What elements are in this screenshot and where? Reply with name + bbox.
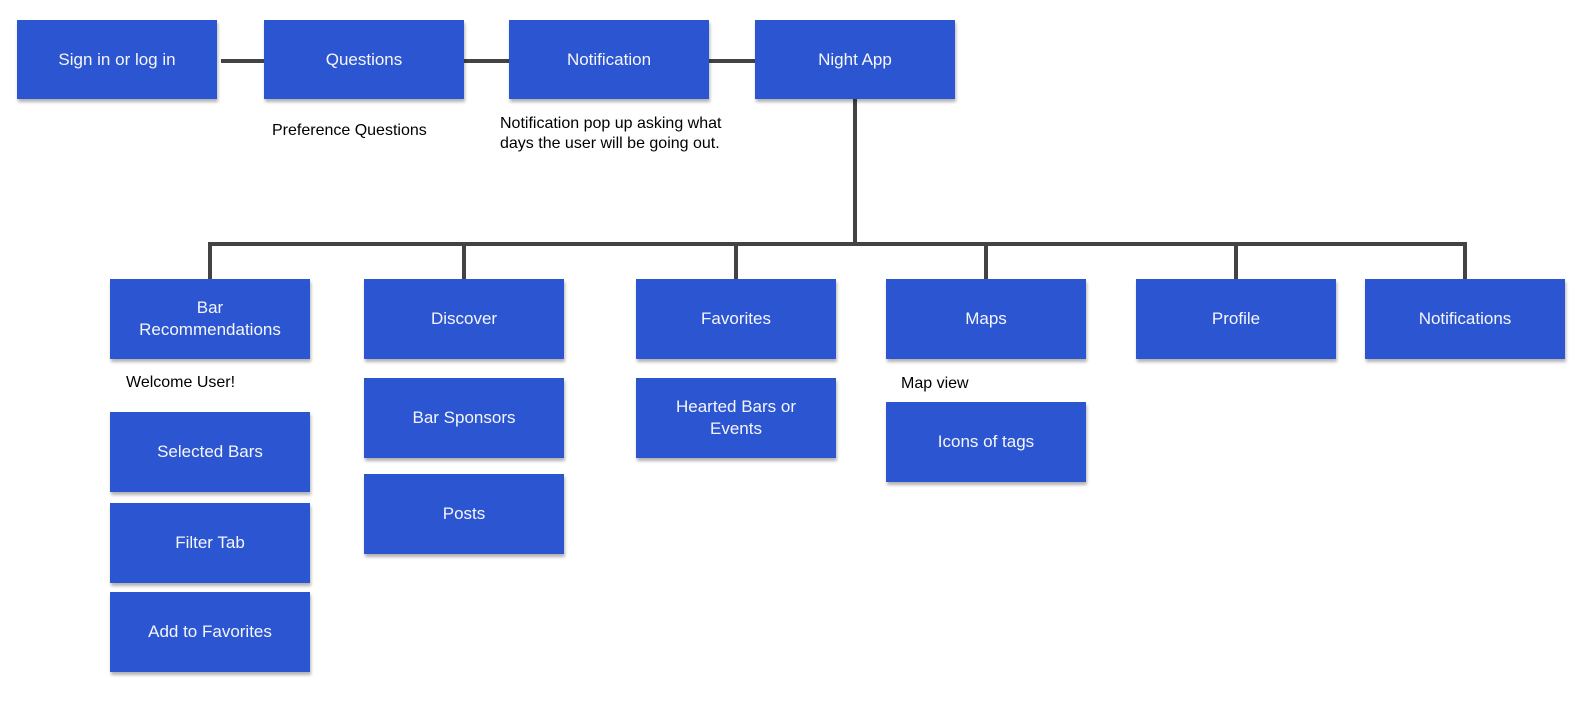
node-maps[interactable]: Maps [886, 279, 1086, 359]
node-label: Favorites [701, 309, 771, 328]
connector-stub-profile [1234, 242, 1238, 279]
node-label: Filter Tab [175, 533, 245, 552]
node-label: Bar Recommendations [139, 298, 281, 339]
node-posts[interactable]: Posts [364, 474, 564, 554]
node-bar-sponsors[interactable]: Bar Sponsors [364, 378, 564, 458]
node-label: Notification [566, 49, 652, 69]
node-night-app[interactable]: Night App [755, 20, 955, 99]
node-filter-tab[interactable]: Filter Tab [110, 503, 310, 583]
node-discover[interactable]: Discover [364, 279, 564, 359]
node-selected-bars[interactable]: Selected Bars [110, 412, 310, 492]
node-label: Discover [430, 309, 498, 328]
connector-questions-notification [464, 59, 509, 63]
node-label: Selected Bars [157, 442, 263, 461]
note-preference-questions: Preference Questions [272, 122, 427, 139]
node-add-to-favorites[interactable]: Add to Favorites [110, 592, 310, 672]
node-bar-recommendations[interactable]: Bar Recommendations [110, 279, 310, 359]
connector-signin-questions [221, 59, 264, 63]
node-favorites[interactable]: Favorites [636, 279, 836, 359]
connector-stub-maps [984, 242, 988, 279]
node-label: Sign in or log in [58, 49, 176, 69]
connector-notification-nightapp [709, 59, 755, 63]
node-hearted-bars-or-events[interactable]: Hearted Bars or Events [636, 378, 836, 458]
node-icons-of-tags[interactable]: Icons of tags [886, 402, 1086, 482]
node-sign-in[interactable]: Sign in or log in [17, 20, 217, 99]
note-notification-popup: Notification pop up asking what days the… [500, 115, 722, 152]
node-label: Questions [325, 49, 403, 69]
node-notifications[interactable]: Notifications [1365, 279, 1565, 359]
connector-stub-discover [462, 242, 466, 279]
node-label: Notifications [1418, 309, 1512, 328]
connector-stub-bar-recommendations [208, 242, 212, 279]
node-label: Hearted Bars or Events [676, 397, 796, 438]
node-questions[interactable]: Questions [264, 20, 464, 99]
connector-nightapp-trunk [853, 99, 857, 246]
node-label: Add to Favorites [148, 622, 272, 641]
note-welcome-user: Welcome User! [126, 374, 236, 391]
node-profile[interactable]: Profile [1136, 279, 1336, 359]
node-label: Maps [965, 309, 1007, 328]
note-map-view: Map view [901, 375, 969, 392]
connector-stub-notifications [1463, 242, 1467, 279]
node-label: Posts [442, 504, 486, 523]
connector-stub-favorites [734, 242, 738, 279]
node-label: Bar Sponsors [412, 408, 516, 427]
node-label: Icons of tags [937, 432, 1035, 451]
node-label: Night App [818, 49, 892, 69]
node-label: Profile [1211, 309, 1261, 328]
connector-branch-bar [208, 242, 1467, 246]
node-notification[interactable]: Notification [509, 20, 709, 99]
